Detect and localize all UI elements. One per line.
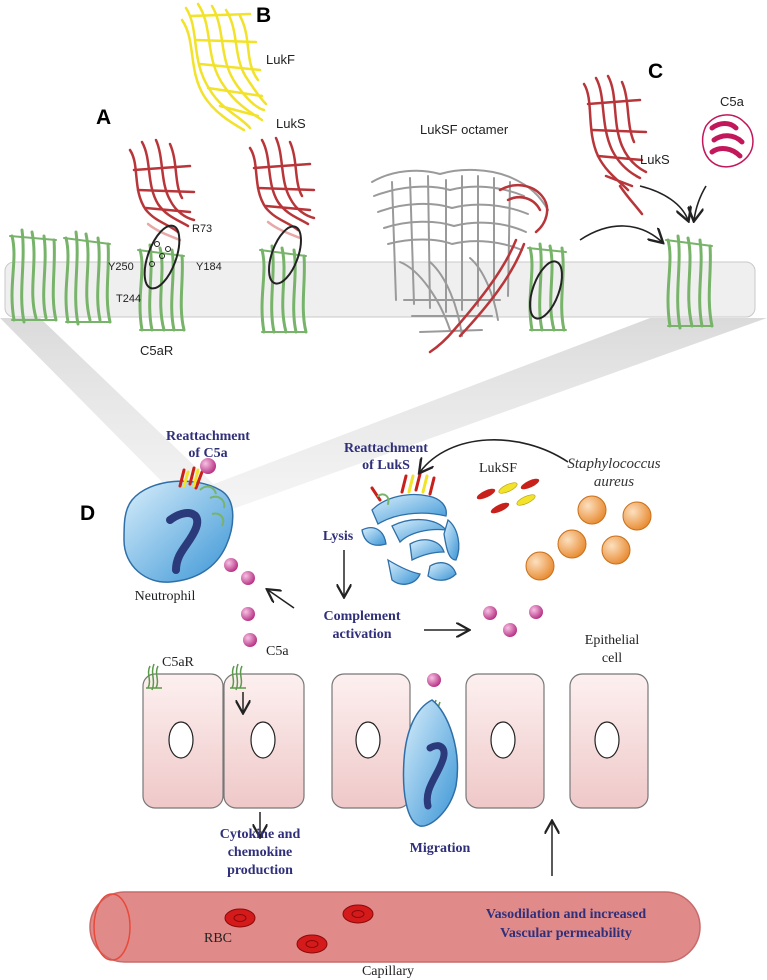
rbc-label: RBC (204, 931, 232, 946)
c5a-molecule (241, 571, 255, 585)
migration-label: Migration (410, 841, 471, 856)
luksf-label: LukSF (479, 461, 517, 476)
c5a-molecule (243, 633, 257, 647)
c5a-molecule (200, 458, 216, 474)
luksf-octamer (371, 168, 549, 337)
lysis-label: Lysis (323, 529, 354, 544)
luks-structure-b (248, 136, 316, 240)
vasodilation-line2: Vascular permeability (500, 926, 632, 941)
c5ar-receptor-2 (63, 230, 112, 326)
reattach-luks-line2: of LukS (362, 458, 410, 473)
luks-label-c: LukS (640, 152, 670, 167)
luksf-on-neutrophil (370, 472, 436, 505)
luks-label-b: LukS (276, 116, 306, 131)
epithelial-cells (142, 673, 649, 809)
luks-structure-c (582, 74, 648, 216)
arrow-luks-c-down (639, 185, 688, 220)
c5a-label-d: C5a (266, 644, 289, 659)
epithelial-label-line1: Epithelial (585, 633, 640, 648)
c5a-molecule (529, 605, 543, 619)
neutrophil-label: Neutrophil (135, 589, 196, 604)
octamer-label: LukSF octamer (420, 122, 509, 137)
complement-line2: activation (332, 627, 391, 642)
residue-marker (165, 246, 171, 252)
cytokine-line2: chemokine (228, 845, 293, 860)
epithelial-label-line2: cell (602, 651, 622, 666)
binding-site-ellipse-b (268, 225, 302, 285)
c5a-molecule (241, 607, 255, 621)
c5a-molecule (224, 558, 238, 572)
c5a-molecule (427, 673, 441, 687)
capillary-label: Capillary (362, 964, 414, 979)
cytokine-line1: Cytokine and (220, 827, 301, 842)
staph-label-line2: aureus (594, 474, 634, 490)
residue-y250: Y250 (108, 261, 134, 273)
residue-r73: R73 (192, 223, 212, 235)
arrow-c5a-to-receptor (694, 185, 707, 220)
arrow-complement-to-neutrophil (268, 590, 295, 609)
octamer-luks-subunit (428, 183, 549, 354)
luks-structure-a (128, 138, 196, 242)
migrating-neutrophil (402, 699, 459, 827)
c5a-label-c: C5a (720, 94, 745, 109)
red-blood-cells (224, 904, 374, 954)
c5a-molecule (483, 606, 497, 620)
c5ar-receptor-5 (527, 242, 567, 332)
lysed-neutrophil (361, 493, 460, 585)
c5ar-label-a: C5aR (140, 343, 173, 358)
arrow-luks-to-receptor (579, 225, 662, 242)
reattach-luks-line1: Reattachment (344, 441, 428, 456)
complement-line1: Complement (324, 609, 401, 624)
residue-marker (154, 241, 160, 247)
residue-y184: Y184 (196, 261, 222, 273)
lukf-structure (180, 2, 268, 132)
c5a-structure (701, 114, 754, 168)
lukf-label: LukF (266, 52, 295, 67)
zoom-beam-left (0, 318, 225, 510)
arrow-staph-to-luks (420, 439, 569, 472)
staph-label-line1: Staphylococcus (567, 456, 660, 472)
neutrophil-cell (123, 466, 234, 583)
residue-marker (149, 261, 155, 267)
binding-site-ellipse-a (143, 224, 181, 290)
zoom-beam-right (185, 318, 767, 510)
c5ar-receptor-1 (9, 228, 58, 324)
panel-label-d: D (80, 502, 95, 525)
residue-t244: T244 (116, 293, 141, 305)
luksf-toxins (476, 478, 540, 514)
staphylococcus-bacteria (525, 495, 652, 581)
residue-marker (159, 253, 165, 259)
c5ar-receptor-6 (665, 234, 714, 330)
panel-label-a: A (96, 106, 111, 129)
panel-label-b: B (256, 4, 271, 27)
reattach-c5a-line1: Reattachment (166, 429, 250, 444)
membrane (4, 261, 756, 318)
vasodilation-line1: Vasodilation and increased (486, 907, 646, 922)
c5ar-label-d: C5aR (162, 655, 195, 670)
binding-site-ellipse-c (529, 260, 563, 320)
panel-label-c: C (648, 60, 663, 83)
c5a-molecule (503, 623, 517, 637)
cytokine-line3: production (227, 863, 293, 878)
reattach-c5a-line2: of C5a (188, 446, 227, 461)
